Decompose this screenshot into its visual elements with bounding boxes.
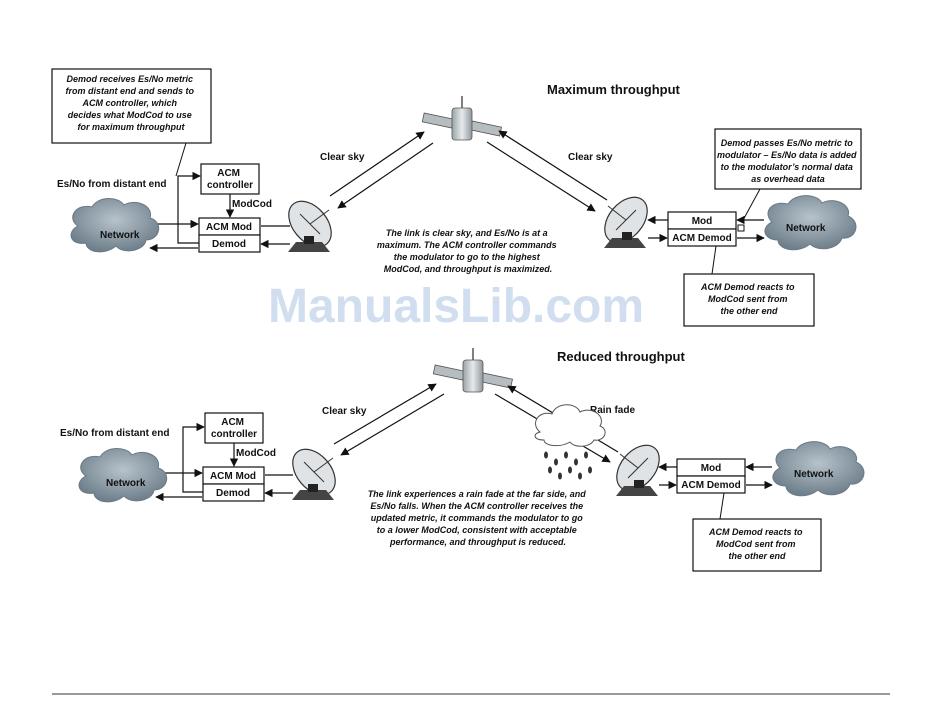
- top-callout-bottom-right-text: ACM Demod reacts to ModCod sent from the…: [700, 282, 797, 316]
- bottom-network-right-label: Network: [794, 469, 834, 480]
- top-acm-demod-label: ACM Demod: [672, 233, 731, 244]
- bottom-network-left-label: Network: [106, 478, 146, 489]
- bottom-dish-right-icon: [616, 444, 660, 496]
- bottom-callout-bottom-right-text: ACM Demod reacts to ModCod sent from the…: [708, 527, 805, 561]
- bottom-acm-demod-label: ACM Demod: [681, 480, 740, 491]
- bottom-center-text: The link experiences a rain fade at the …: [368, 489, 589, 547]
- top-dish-right-icon: [604, 196, 648, 248]
- top-demod-label: Demod: [212, 239, 246, 250]
- top-clear-sky-left: Clear sky: [320, 152, 365, 163]
- bottom-esno-label: Es/No from distant end: [60, 428, 169, 439]
- top-center-text: The link is clear sky, and Es/No is at a…: [377, 228, 559, 274]
- top-esno-label: Es/No from distant end: [57, 179, 166, 190]
- top-modcod-label: ModCod: [232, 199, 272, 210]
- top-satellite-icon: [421, 96, 502, 141]
- top-callout-left-pointer: [175, 142, 187, 177]
- bottom-network-left-cloud: [78, 448, 168, 503]
- top-acm-demod-box: [667, 228, 737, 247]
- top-network-right-cloud: [764, 195, 857, 251]
- bottom-acm-demod-box: [676, 475, 746, 494]
- top-acm-controller-label: ACM controller: [207, 168, 253, 191]
- bottom-rain-fade: Rain fade: [590, 405, 635, 416]
- bottom-modcod-label: ModCod: [236, 448, 276, 459]
- rain-cloud-icon: [534, 404, 606, 480]
- watermark: ManualsLib.com: [268, 280, 644, 333]
- top-acm-mod-label: ACM Mod: [206, 222, 252, 233]
- top-callout-right-text: Demod passes Es/No metric to modulator –…: [717, 138, 859, 184]
- top-network-left-label: Network: [100, 230, 140, 241]
- bottom-title: Reduced throughput: [557, 349, 685, 364]
- top-callout-right: [714, 128, 862, 190]
- bottom-acm-controller-box: [204, 412, 264, 444]
- bottom-acm-controller-label: ACM controller: [211, 417, 257, 440]
- top-network-left-cloud: [70, 198, 160, 253]
- bottom-mod-label: Mod: [701, 463, 722, 474]
- top-network-right-label: Network: [786, 223, 826, 234]
- bottom-acm-mod-label: ACM Mod: [210, 471, 256, 482]
- bottom-satellite-icon: [432, 348, 513, 393]
- top-title: Maximum throughput: [547, 82, 681, 97]
- top-acm-controller-box: [200, 163, 260, 195]
- bottom-diagram: Reduced throughput Es/No from distant en…: [60, 348, 865, 572]
- top-clear-sky-right: Clear sky: [568, 152, 613, 163]
- bottom-network-right-cloud: [772, 441, 865, 497]
- top-diagram: Maximum throughput Demod receives Es/No …: [51, 68, 862, 327]
- top-callout-left-text: Demod receives Es/No metric from distant…: [65, 74, 196, 132]
- bottom-dish-left-icon: [292, 448, 336, 500]
- top-mod-label: Mod: [692, 216, 713, 227]
- top-callout-bottom-right: [683, 273, 815, 327]
- top-callout-left: [51, 68, 212, 144]
- bottom-demod-label: Demod: [216, 488, 250, 499]
- top-dish-left-icon: [288, 200, 332, 252]
- bottom-callout-bottom-right: [692, 518, 822, 572]
- bottom-clear-sky: Clear sky: [322, 406, 367, 417]
